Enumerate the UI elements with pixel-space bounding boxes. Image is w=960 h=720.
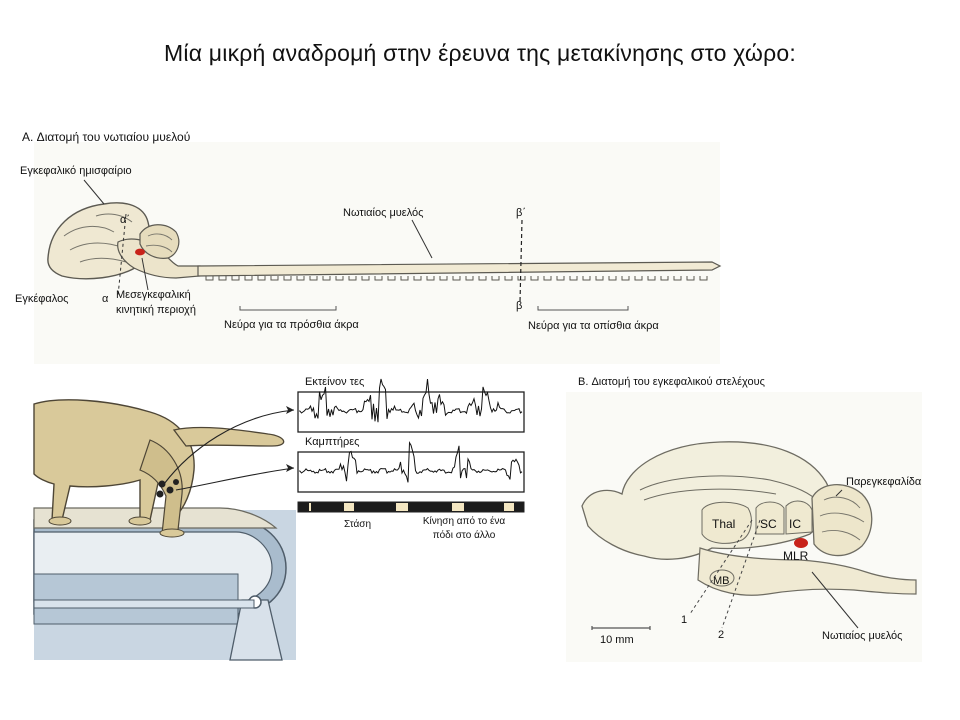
nerve-root xyxy=(569,276,578,281)
ic-label: IC xyxy=(789,517,801,531)
forelimb-nerves-label: Νεύρα για τα πρόσθια άκρα xyxy=(224,319,359,331)
cut-2-label: 2 xyxy=(718,629,725,641)
nerve-root xyxy=(218,276,227,281)
hindlimb-nerves-label: Νεύρα για τα οπίσθια άκρα xyxy=(528,320,659,332)
flexors-label: Καμπτήρες xyxy=(305,436,360,448)
emg-trace xyxy=(299,441,523,483)
page-title: Μία μικρή αναδρομή στην έρευνα της μετακ… xyxy=(164,40,796,66)
scale-bar-label: 10 mm xyxy=(600,634,634,646)
stance-label: Στάση xyxy=(342,519,374,530)
sc-label: SC xyxy=(760,517,777,531)
nerve-root xyxy=(231,276,240,281)
nerve-root xyxy=(686,276,695,281)
emg-trace xyxy=(299,378,523,423)
nerve-root xyxy=(634,276,643,281)
panel-b-heading: B. Διατομή του εγκεφαλικού στελέχους xyxy=(578,376,765,388)
nerve-root xyxy=(660,276,669,281)
panel-a-heading: A. Διατομή του νωτιαίου μυελού xyxy=(22,130,191,144)
nerve-root xyxy=(387,276,396,281)
nerve-root xyxy=(491,276,500,281)
extensors-label: Εκτείνον τες xyxy=(305,376,365,388)
nerve-root xyxy=(309,276,318,281)
brain-label: Εγκέφαλος xyxy=(15,293,69,305)
nerve-root xyxy=(556,276,565,281)
nerve-root xyxy=(608,276,617,281)
mb-label: MB xyxy=(713,575,730,587)
nerve-root xyxy=(699,276,708,281)
mlr-label: Μεσεγκεφαλική κινητική περιοχή xyxy=(116,289,196,316)
cat-treadmill-illustration xyxy=(33,399,296,661)
nerve-root xyxy=(348,276,357,281)
nerve-root xyxy=(296,276,305,281)
cut-1-label: 1 xyxy=(681,614,688,626)
beta-prime-label: β΄ xyxy=(516,207,526,219)
nerve-root xyxy=(595,276,604,281)
nerve-root xyxy=(621,276,630,281)
alpha-label: α xyxy=(102,293,109,305)
nerve-root xyxy=(361,276,370,281)
panel-a-spinal-cord xyxy=(197,219,722,311)
nerve-root xyxy=(270,276,279,281)
nerve-root xyxy=(452,276,461,281)
nerve-root xyxy=(465,276,474,281)
nerve-root xyxy=(582,276,591,281)
hemisphere-label: Εγκεφαλικό ημισφαίριο xyxy=(20,165,132,177)
nerve-root xyxy=(400,276,409,281)
nerve-root xyxy=(257,276,266,281)
nerve-root xyxy=(478,276,487,281)
cerebellum-label: Παρεγκεφαλίδα xyxy=(846,476,922,488)
nerve-root xyxy=(374,276,383,281)
panel-b-mlr-dot xyxy=(794,538,808,548)
nerve-root xyxy=(205,276,214,281)
swing-label: Κίνηση από το ένα πόδι στο άλλο xyxy=(418,515,510,543)
beta-label: β xyxy=(516,300,523,312)
panel-b-brain-drawing xyxy=(581,441,917,630)
nerve-root xyxy=(530,276,539,281)
nerve-root xyxy=(673,276,682,281)
nerve-root xyxy=(543,276,552,281)
panel-a-brain-drawing xyxy=(47,179,201,297)
mlr-dot xyxy=(135,248,145,256)
panel-b-mlr-label: MLR xyxy=(783,549,809,563)
nerve-root xyxy=(517,276,526,281)
nerve-root xyxy=(647,276,656,281)
alpha-prime-label: α΄ xyxy=(120,214,131,226)
nerve-root xyxy=(335,276,344,281)
nerve-root xyxy=(426,276,435,281)
nerve-root xyxy=(322,276,331,281)
emg-recordings xyxy=(297,378,525,513)
nerve-root xyxy=(413,276,422,281)
nerve-root xyxy=(439,276,448,281)
nerve-root xyxy=(244,276,253,281)
thal-label: Thal xyxy=(712,517,736,531)
nerve-root xyxy=(504,276,513,281)
nerve-root xyxy=(283,276,292,281)
panel-b-spinal-cord-label: Νωτιαίος μυελός xyxy=(822,630,903,642)
spinal-cord-label: Νωτιαίος μυελός xyxy=(343,207,424,219)
